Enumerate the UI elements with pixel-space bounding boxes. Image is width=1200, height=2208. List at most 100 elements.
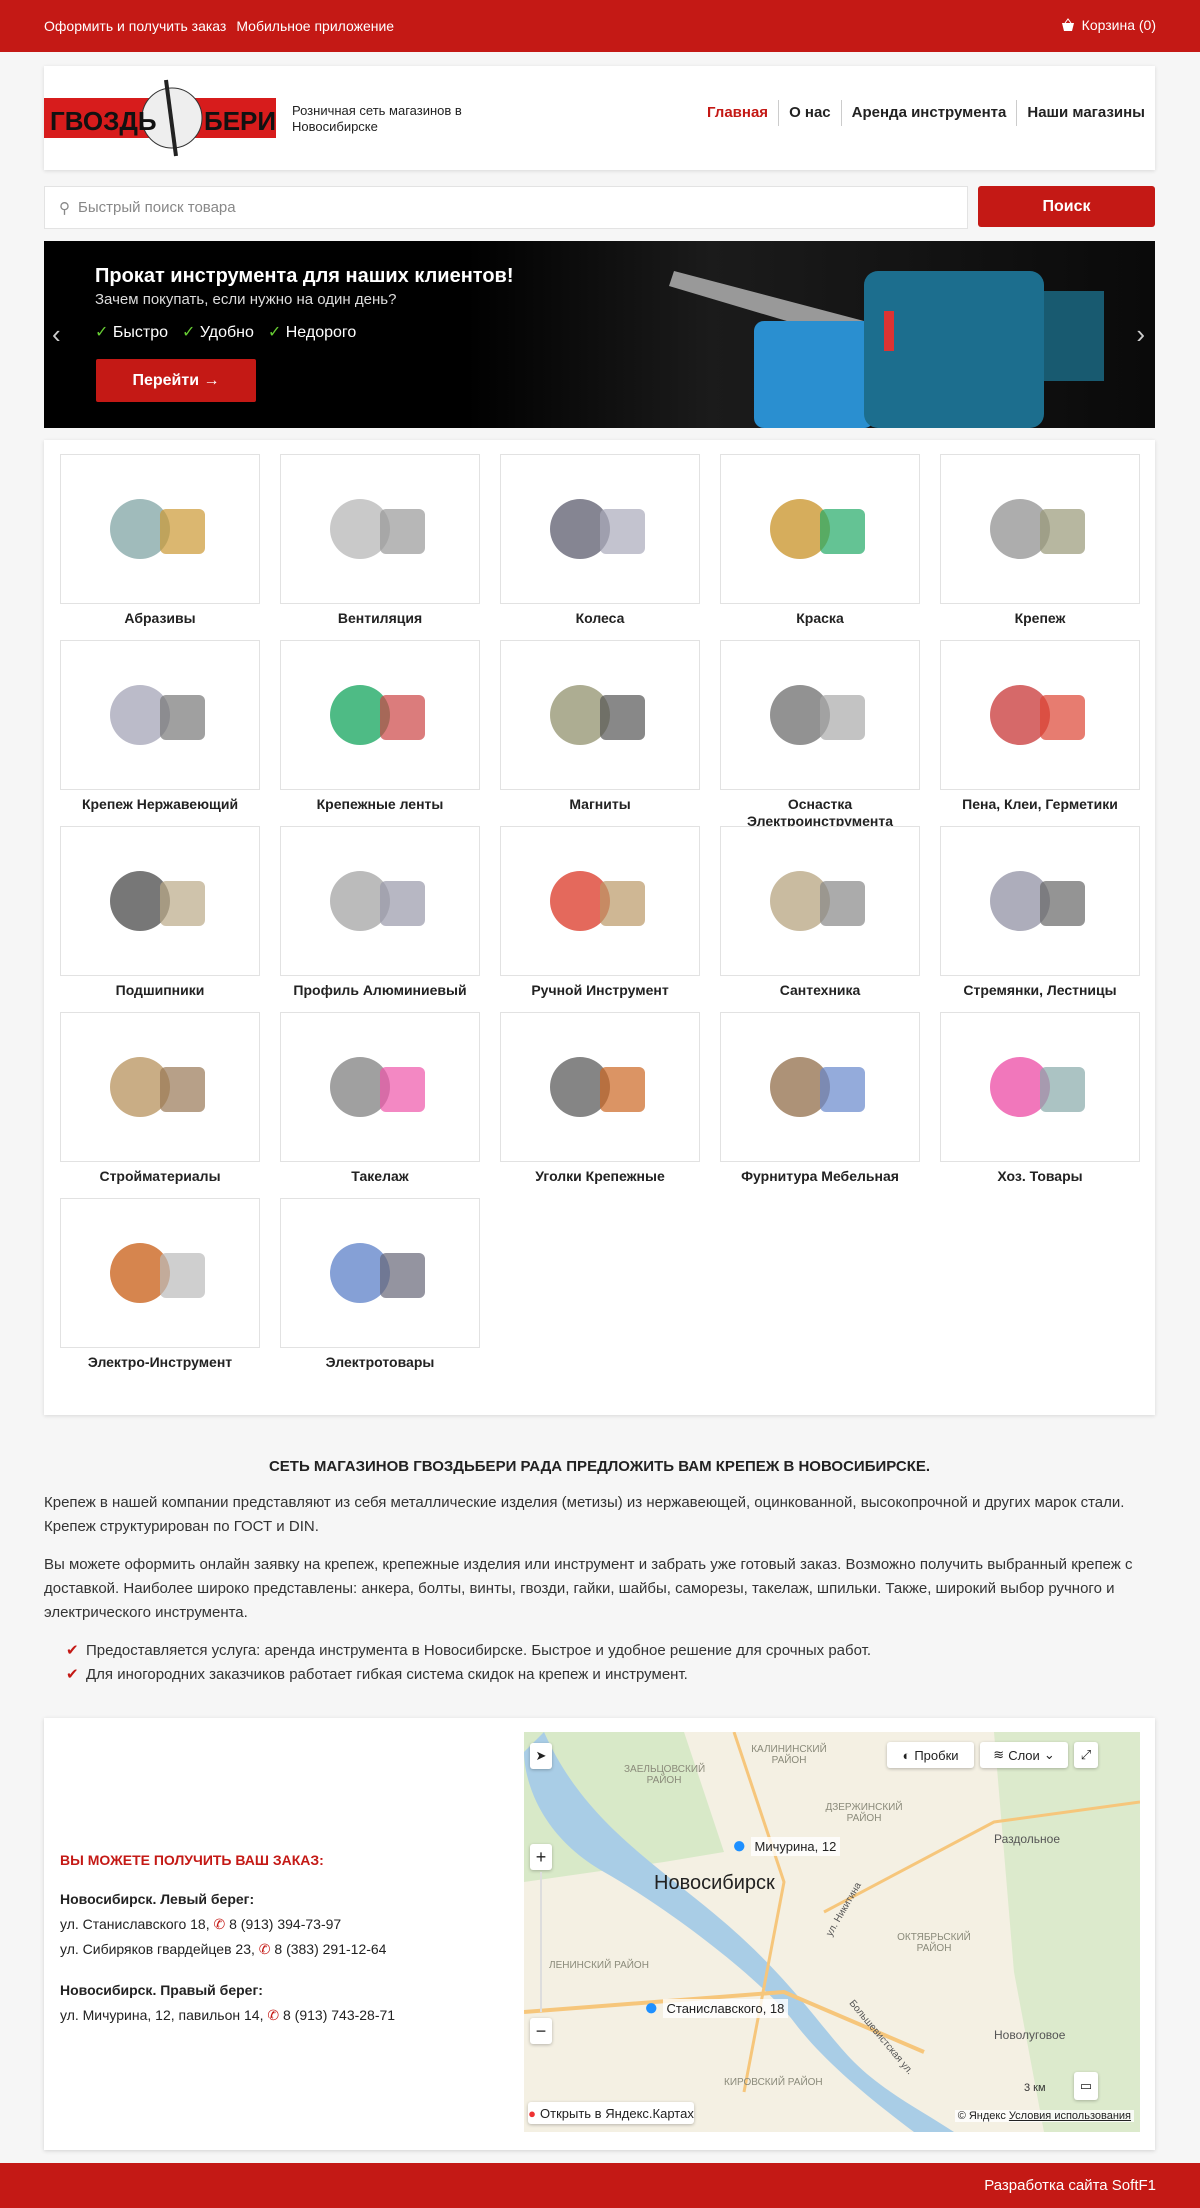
category-tile[interactable]: Пена, Клеи, Герметики: [940, 640, 1140, 820]
banner-go-button[interactable]: Перейти →: [96, 359, 256, 402]
category-tile[interactable]: Оснастка Электроинструмента: [720, 640, 920, 829]
category-tile[interactable]: Магниты: [500, 640, 700, 820]
category-tile[interactable]: Электротовары: [280, 1198, 480, 1378]
category-tile[interactable]: Колеса: [500, 454, 700, 634]
product-image: [990, 1057, 1085, 1117]
category-label: Электро-Инструмент: [87, 1354, 233, 1370]
phone[interactable]: 8 (913) 743-28-71: [283, 2007, 396, 2023]
category-image[interactable]: [280, 454, 480, 604]
category-image[interactable]: [60, 1012, 260, 1162]
category-tile[interactable]: Такелаж: [280, 1012, 480, 1192]
geolocation-icon[interactable]: ➤: [530, 1743, 552, 1769]
category-image[interactable]: [500, 454, 700, 604]
ruler-icon[interactable]: ▭: [1074, 2072, 1098, 2100]
fullscreen-icon[interactable]: ⤢: [1074, 1742, 1098, 1768]
category-image[interactable]: [280, 1012, 480, 1162]
category-label: Пена, Клеи, Герметики: [962, 796, 1118, 812]
category-tile[interactable]: Стройматериалы: [60, 1012, 260, 1192]
category-image[interactable]: [720, 826, 920, 976]
category-image[interactable]: [940, 826, 1140, 976]
category-tile[interactable]: Уголки Крепежные: [500, 1012, 700, 1192]
category-label: Подшипники: [115, 982, 205, 998]
category-image[interactable]: [500, 826, 700, 976]
terms-link[interactable]: Условия использования: [1008, 2110, 1131, 2122]
map-scale: 3 км: [1024, 2082, 1046, 2094]
category-tile[interactable]: Абразивы: [60, 454, 260, 634]
product-image: [330, 1243, 425, 1303]
chevron-down-icon: ⌄: [1043, 1747, 1055, 1762]
product-image: [110, 871, 205, 931]
category-image[interactable]: [60, 1198, 260, 1348]
right-bank-title: Новосибирск. Правый берег:: [60, 1982, 263, 1998]
nav-stores[interactable]: Наши магазины: [1016, 100, 1155, 126]
nav-rental[interactable]: Аренда инструмента: [840, 100, 1017, 126]
category-image[interactable]: [500, 640, 700, 790]
category-tile[interactable]: Крепеж: [940, 454, 1140, 634]
search-button[interactable]: Поиск: [978, 186, 1155, 227]
yandex-map[interactable]: ЗАЕЛЬЦОВСКИЙ РАЙОН КАЛИНИНСКИЙ РАЙОН ДЗЕ…: [524, 1732, 1140, 2132]
order-link[interactable]: Оформить и получить заказ: [44, 18, 227, 34]
category-image[interactable]: [280, 826, 480, 976]
category-tile[interactable]: Краска: [720, 454, 920, 634]
category-label: Колеса: [575, 610, 625, 626]
category-image[interactable]: [280, 1198, 480, 1348]
phone[interactable]: 8 (383) 291-12-64: [274, 1941, 387, 1957]
mobile-app-link[interactable]: Мобильное приложение: [236, 18, 395, 34]
category-image[interactable]: [500, 1012, 700, 1162]
category-tile[interactable]: Электро-Инструмент: [60, 1198, 260, 1378]
category-image[interactable]: [940, 454, 1140, 604]
category-image[interactable]: [940, 640, 1140, 790]
copyright: © Яндекс: [957, 2110, 1006, 2122]
category-tile[interactable]: Крепеж Нержавеющий: [60, 640, 260, 820]
category-label: Краска: [796, 610, 844, 626]
category-image[interactable]: [60, 826, 260, 976]
phone-icon: ✆: [213, 1916, 226, 1932]
product-image: [550, 871, 645, 931]
contacts-title: ВЫ МОЖЕТЕ ПОЛУЧИТЬ ВАШ ЗАКАЗ:: [60, 1852, 324, 1868]
map-copyright: © Яндекс Условия использования: [954, 2110, 1134, 2122]
category-tile[interactable]: Ручной Инструмент: [500, 826, 700, 1006]
category-image[interactable]: [720, 1012, 920, 1162]
product-image: [990, 499, 1085, 559]
zoom-out-button[interactable]: −: [530, 2018, 552, 2044]
nav-about[interactable]: О нас: [778, 100, 841, 126]
category-tile[interactable]: Хоз. Товары: [940, 1012, 1140, 1192]
traffic-button[interactable]: ◐Пробки: [887, 1742, 974, 1768]
zoom-slider[interactable]: [540, 1872, 542, 2012]
search-input[interactable]: ⚲Быстрый поиск товара: [44, 186, 968, 229]
map-pin[interactable]: ●Мичурина, 12: [732, 1832, 841, 1860]
open-in-yandex-maps[interactable]: ●Открыть в Яндекс.Картах: [528, 2102, 694, 2124]
phone[interactable]: 8 (913) 394-73-97: [229, 1916, 342, 1932]
category-image[interactable]: [280, 640, 480, 790]
category-image[interactable]: [940, 1012, 1140, 1162]
category-label: Сантехника: [779, 982, 861, 998]
product-image: [110, 499, 205, 559]
category-image[interactable]: [720, 640, 920, 790]
cart-link[interactable]: Корзина (0): [1060, 17, 1156, 33]
map-pin[interactable]: ●Станиславского, 18: [644, 1994, 789, 2022]
category-tile[interactable]: Стремянки, Лестницы: [940, 826, 1140, 1006]
nav-home[interactable]: Главная: [707, 104, 769, 121]
map-label: КИРОВСКИЙ РАЙОН: [724, 2077, 823, 2088]
banner-title: Прокат инструмента для наших клиентов!: [95, 265, 514, 287]
category-tile[interactable]: Крепежные ленты: [280, 640, 480, 820]
category-image[interactable]: [60, 640, 260, 790]
category-image[interactable]: [720, 454, 920, 604]
tagline: Розничная сеть магазинов в Новосибирске: [292, 103, 462, 134]
category-tile[interactable]: Сантехника: [720, 826, 920, 1006]
category-tile[interactable]: Профиль Алюминиевый: [280, 826, 480, 1006]
seo-bullet: Для иногородних заказчиков работает гибк…: [64, 1663, 1155, 1687]
prev-arrow[interactable]: ‹: [52, 319, 61, 349]
map-tiles: [524, 1732, 1140, 2132]
category-tile[interactable]: Вентиляция: [280, 454, 480, 634]
next-arrow[interactable]: ›: [1136, 319, 1145, 349]
layers-button[interactable]: ≋Слои⌄: [980, 1742, 1068, 1768]
search-placeholder: Быстрый поиск товара: [78, 199, 236, 216]
developer-credit[interactable]: Разработка сайта SoftF1: [984, 2177, 1156, 2194]
category-image[interactable]: [60, 454, 260, 604]
zoom-in-button[interactable]: +: [530, 1844, 552, 1870]
category-tile[interactable]: Подшипники: [60, 826, 260, 1006]
category-tile[interactable]: Фурнитура Мебельная: [720, 1012, 920, 1192]
